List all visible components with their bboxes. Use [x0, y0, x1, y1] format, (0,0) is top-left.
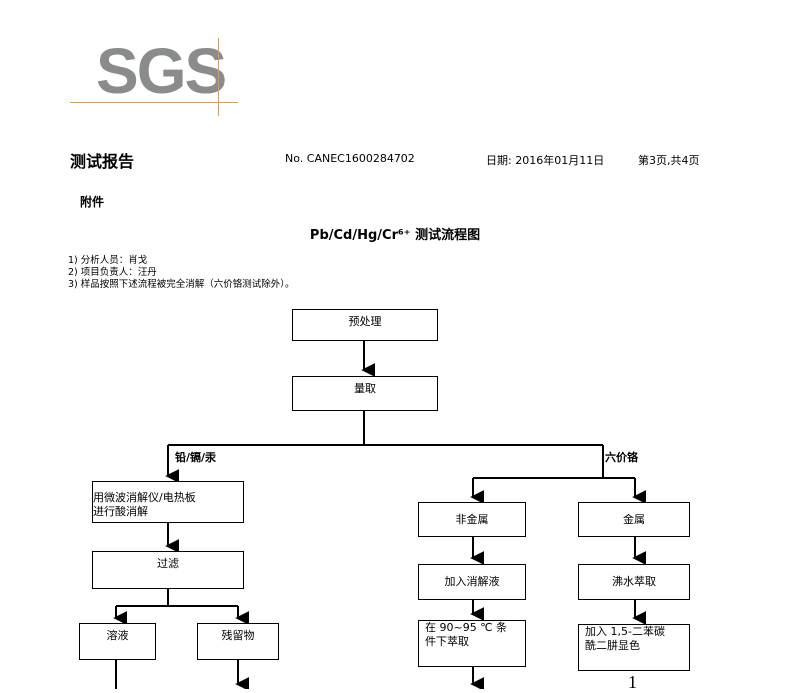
logo-vertical-rule	[218, 38, 219, 116]
stray-mark: 1	[628, 672, 637, 692]
box-filter: 过滤	[92, 551, 244, 589]
box-measure: 量取	[292, 376, 438, 411]
box-boil-extract: 沸水萃取	[578, 564, 690, 600]
report-title: 测试报告	[70, 152, 135, 171]
color-text-line2: 酰二肼显色	[585, 639, 640, 652]
box-pretreat: 预处理	[292, 309, 438, 341]
box-metal: 金属	[578, 502, 690, 537]
notes-list: 1) 分析人员：肖戈 2) 项目负责人：汪丹 3) 样品按照下述流程被完全消解（…	[68, 255, 295, 291]
report-number: No. CANEC1600284702	[285, 152, 415, 165]
sgs-logo: SGS	[96, 35, 227, 107]
box-acid-digestion: 用微波消解仪/电热板 进行酸消解	[92, 481, 244, 523]
digest-text-line1: 用微波消解仪/电热板	[93, 490, 196, 504]
box-add-digest: 加入消解液	[418, 564, 526, 600]
annex-heading: 附件	[80, 195, 105, 209]
box-solution: 溶液	[79, 623, 156, 660]
flowchart-title: Pb/Cd/Hg/Cr⁶⁺ 测试流程图	[309, 228, 481, 243]
note-item: 1) 分析人员：肖戈	[68, 255, 148, 266]
box-residue: 残留物	[197, 623, 279, 660]
page-indicator: 第3页,共4页	[638, 154, 700, 167]
note-item: 3) 样品按照下述流程被完全消解（六价铬测试除外）。	[68, 279, 295, 290]
branch-label-pb-cd-hg: 铅/镉/汞	[175, 451, 217, 464]
logo-horizontal-rule	[70, 102, 238, 103]
box-nonmetal: 非金属	[418, 502, 526, 537]
extract-text-line1: 在 90~95 ℃ 条	[425, 621, 508, 634]
report-date: 日期: 2016年01月11日	[486, 154, 605, 167]
note-item: 2) 项目负责人：汪丹	[68, 267, 157, 278]
box-color-development: 加入 1,5-二苯碳 酰二肼显色	[578, 624, 690, 671]
branch-label-cr6: 六价铬	[605, 451, 638, 464]
box-extract-90-95: 在 90~95 ℃ 条 件下萃取	[418, 620, 526, 667]
extract-text-line2: 件下萃取	[425, 635, 469, 648]
color-text-line1: 加入 1,5-二苯碳	[585, 625, 665, 638]
digest-text-line2: 进行酸消解	[93, 504, 148, 518]
